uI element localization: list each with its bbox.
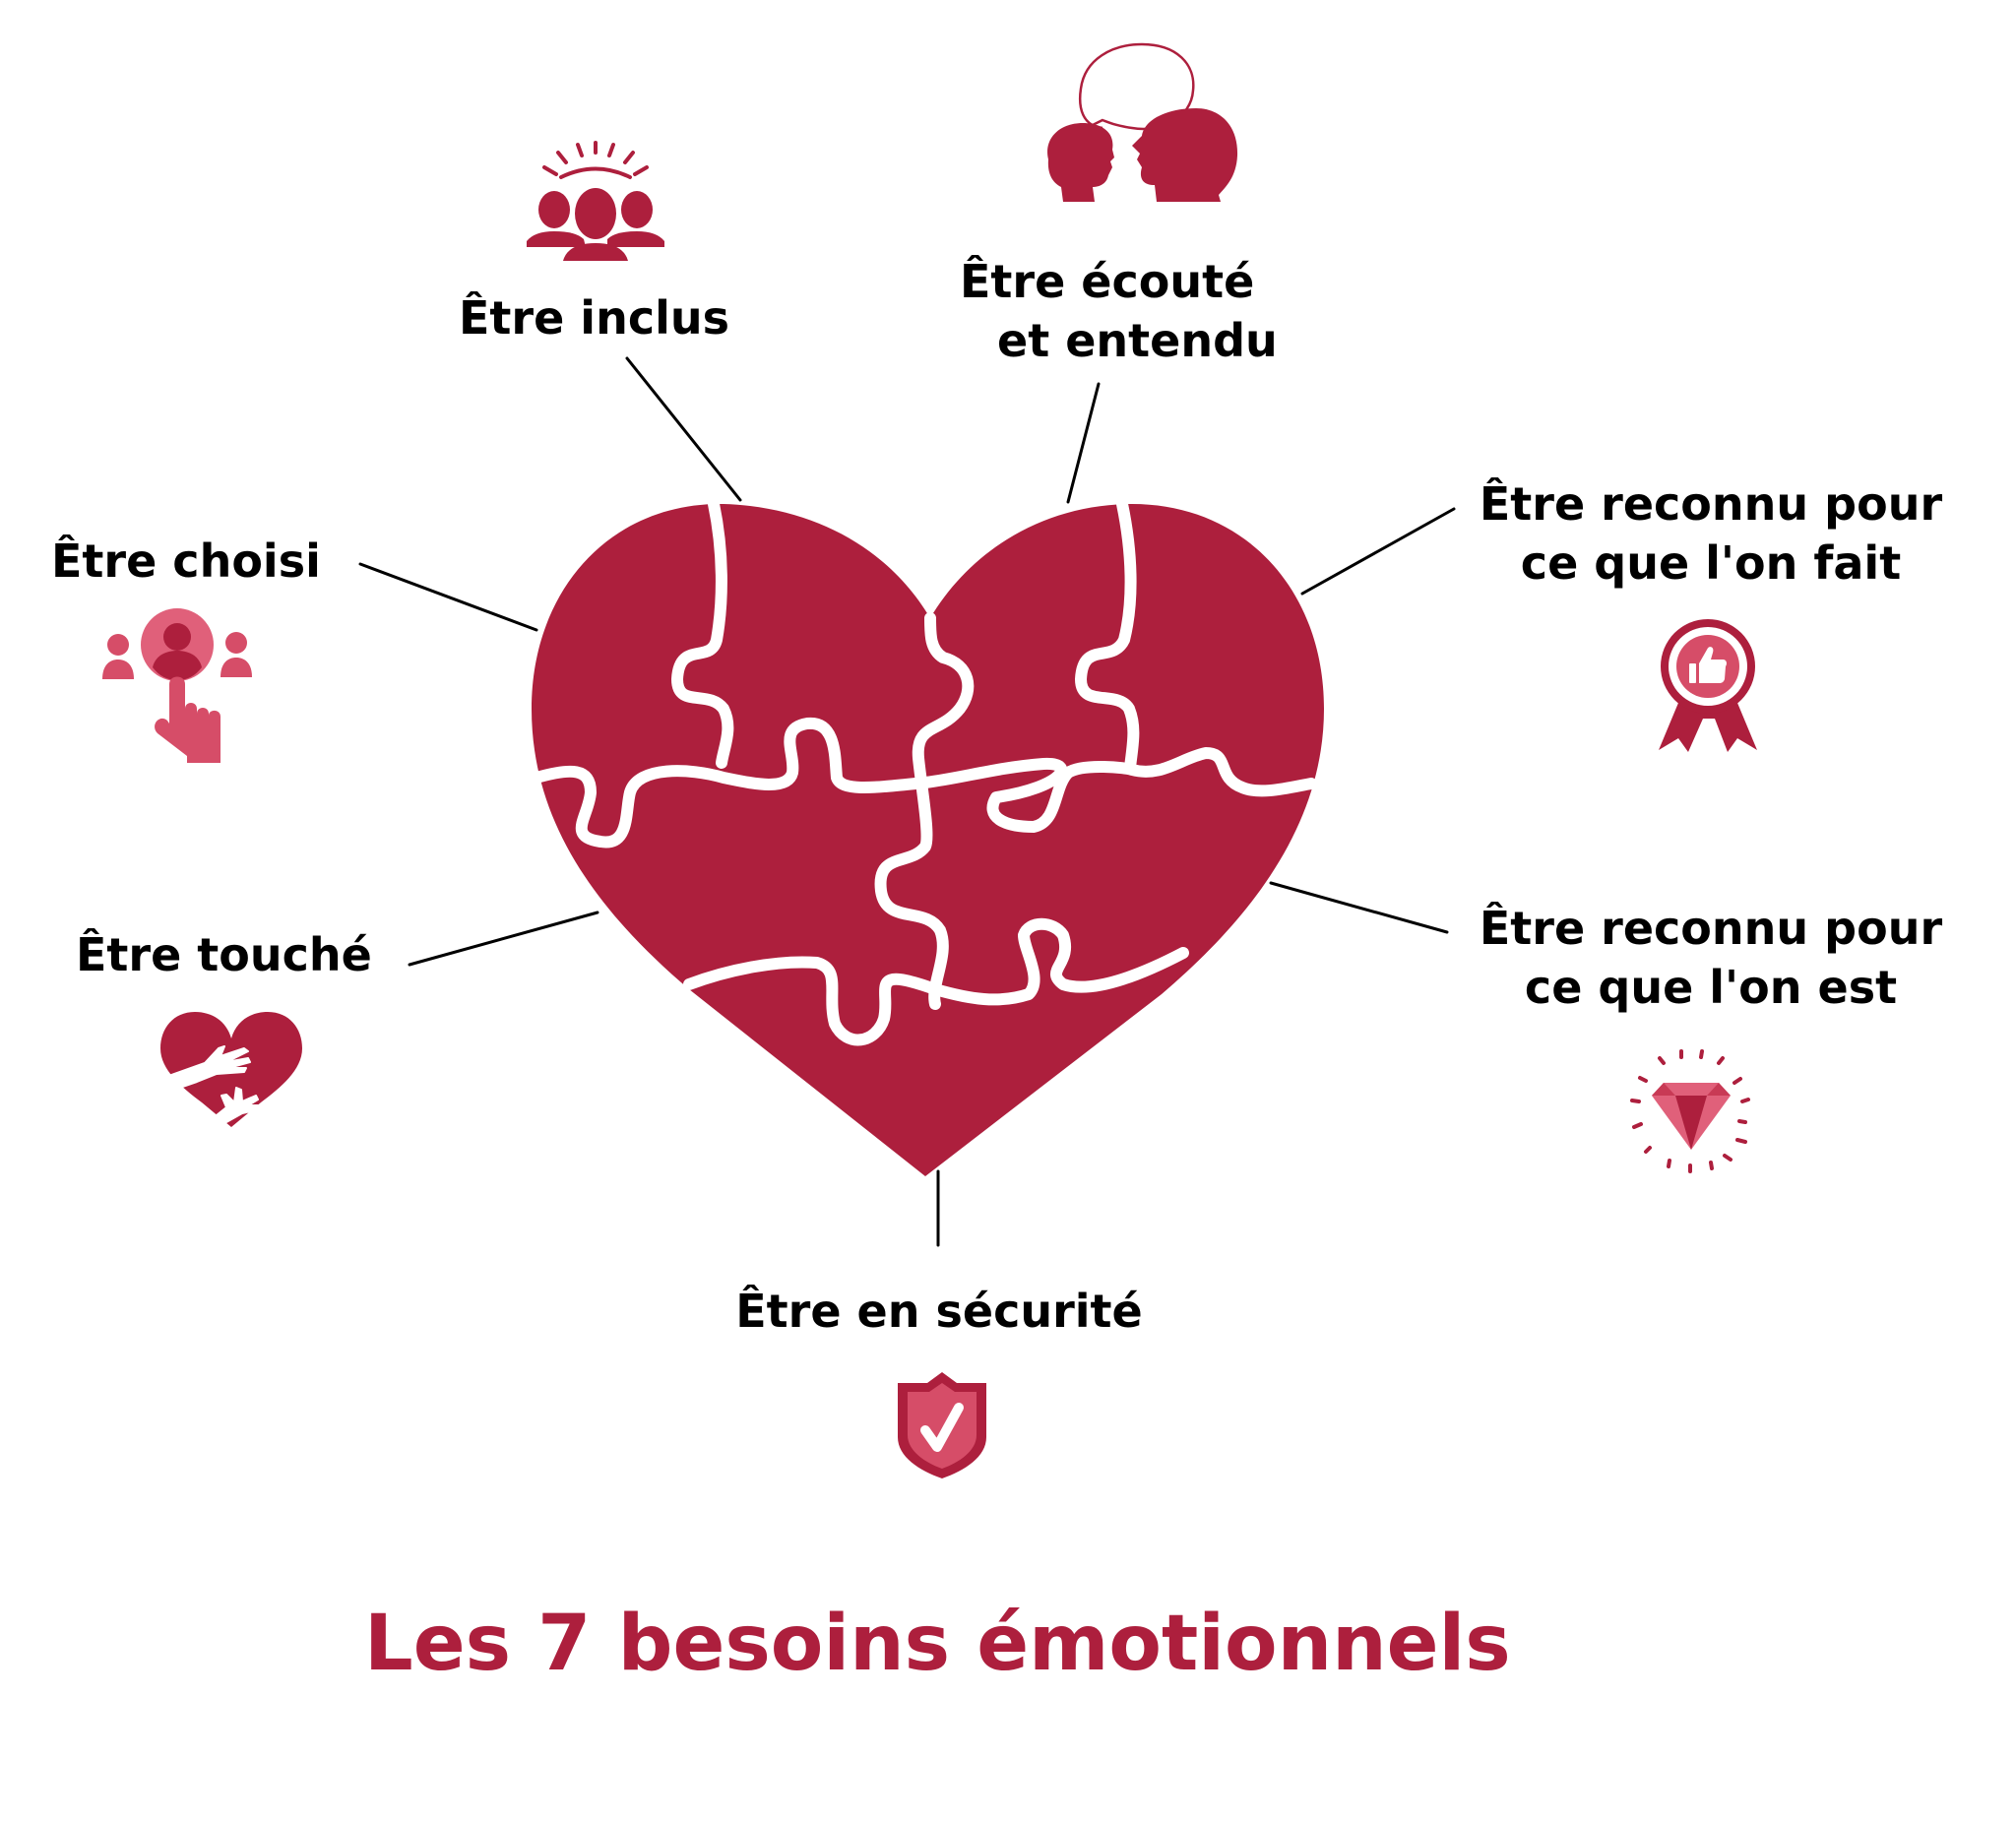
- puzzle-seams: [531, 498, 1317, 1046]
- label-etre-choisi: Être choisi: [51, 534, 321, 588]
- heart-hug-hands-icon: [158, 1012, 302, 1127]
- label-etre-reconnu-fait: Être reconnu pour ce que l'on fait: [1479, 477, 1943, 590]
- label-etre-inclus: Être inclus: [459, 291, 729, 345]
- label-etre-touche: Être touché: [76, 928, 372, 981]
- sparkling-diamond-icon: [1630, 1049, 1750, 1173]
- two-heads-speech-bubble-icon: [1047, 42, 1238, 202]
- label-etre-en-securite: Être en sécurité: [735, 1285, 1143, 1338]
- group-people-icon: [527, 141, 664, 261]
- label-etre-ecoute-et-entendu: Être écouté et entendu: [960, 255, 1278, 367]
- award-ribbon-thumbs-up-icon: [1659, 619, 1757, 752]
- shield-check-icon: [898, 1372, 986, 1478]
- diagram-title: Les 7 besoins émotionnels: [364, 1600, 1511, 1688]
- hand-selecting-person-icon: [102, 608, 252, 763]
- label-etre-reconnu-est: Être reconnu pour ce que l'on est: [1479, 902, 1943, 1014]
- connector-lines: [358, 356, 1456, 1247]
